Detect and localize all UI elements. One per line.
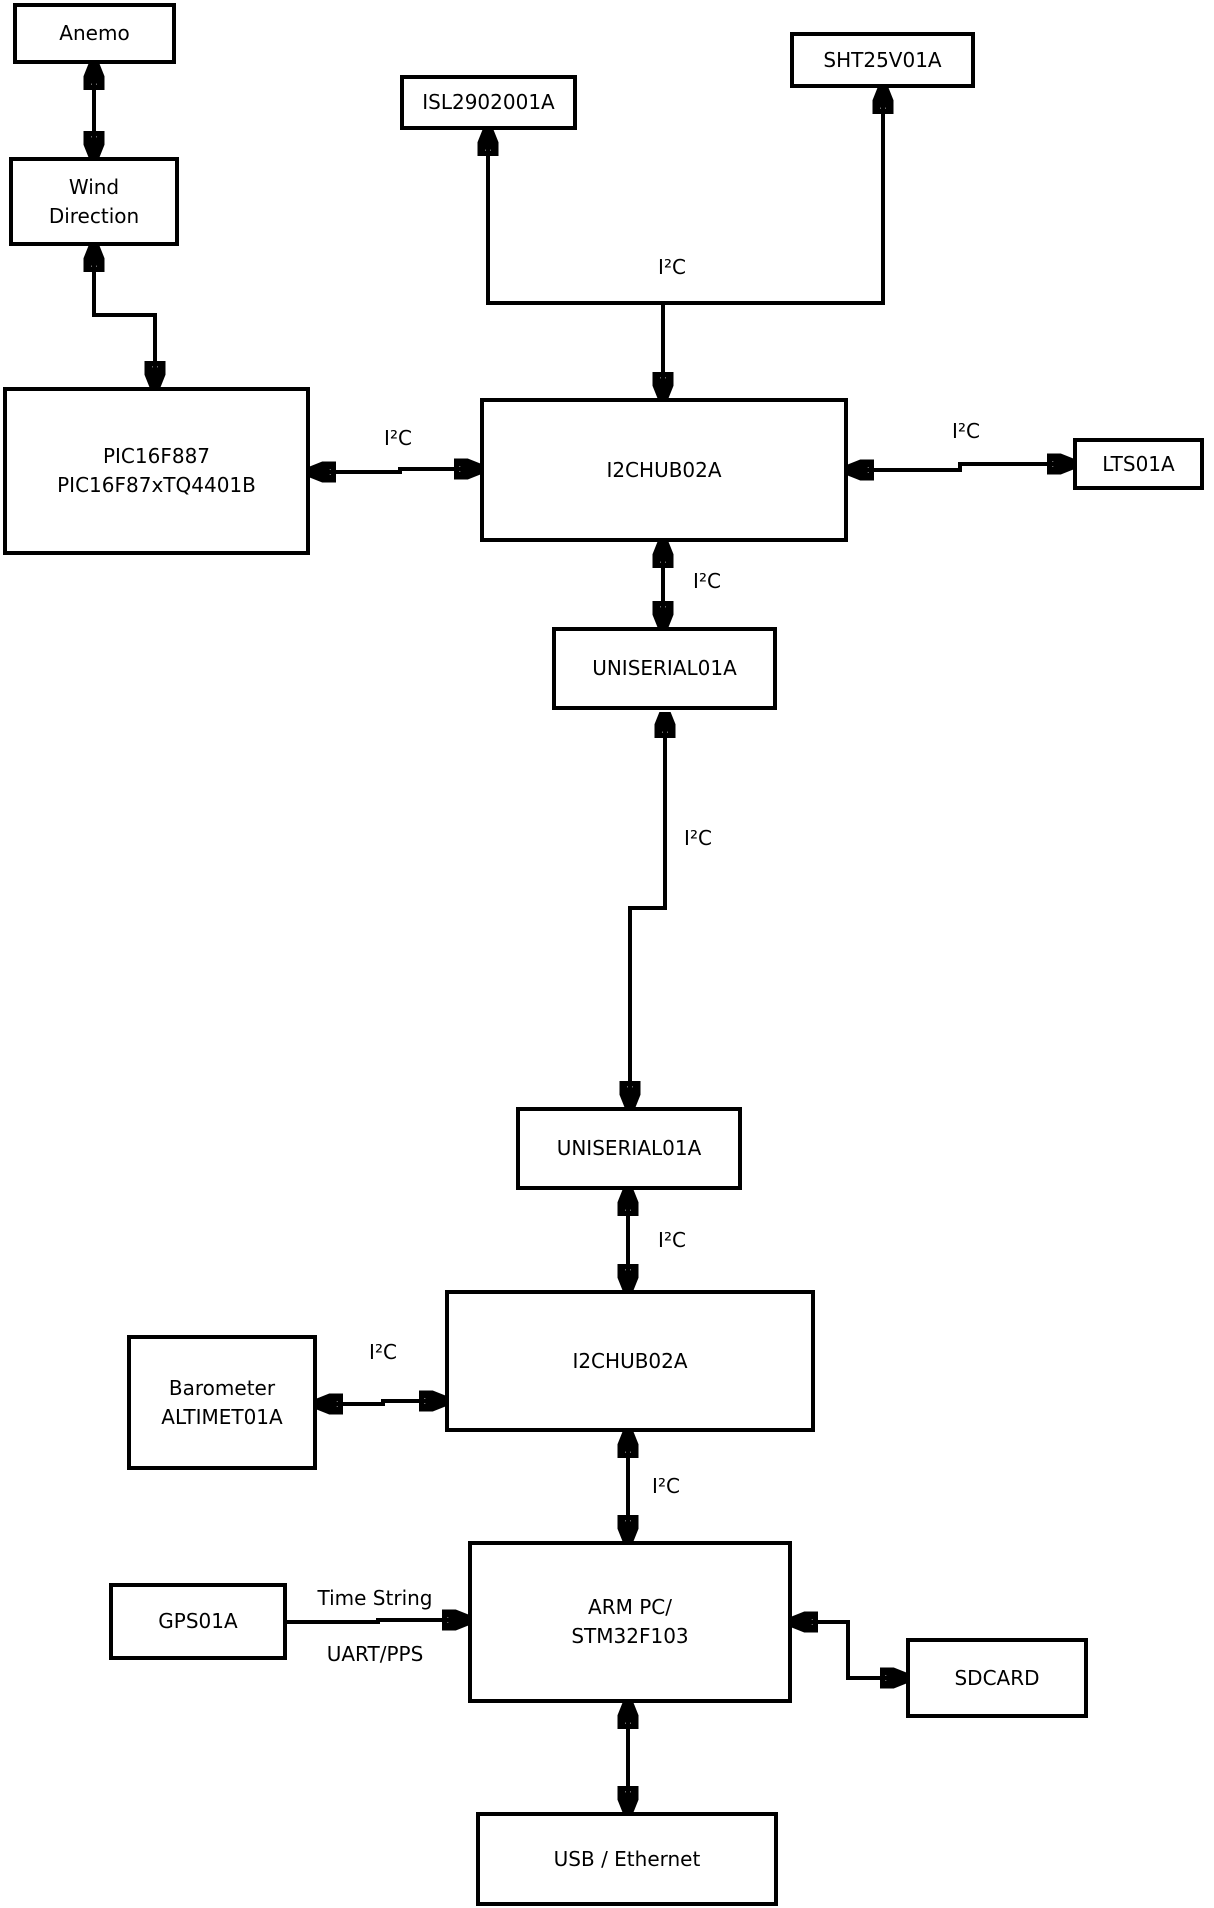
edge-hub-lts	[848, 464, 1073, 470]
edge-uniserial-uniserial	[630, 712, 665, 1107]
node-i2chub02a-top-label: I2CHUB02A	[606, 457, 722, 482]
node-usb-ethernet: USB / Ethernet	[476, 1812, 778, 1906]
node-isl2902001a: ISL2902001A	[400, 75, 577, 130]
node-barometer-line2: ALTIMET01A	[161, 1404, 283, 1429]
node-arm-pc: ARM PC/ STM32F103	[468, 1541, 792, 1703]
node-gps01a-label: GPS01A	[158, 1609, 238, 1633]
edge-winddirection-pic	[94, 246, 155, 387]
node-usb-ethernet-label: USB / Ethernet	[553, 1846, 701, 1871]
node-uniserial01a-top: UNISERIAL01A	[552, 627, 777, 710]
node-pic16f887-line2: PIC16F87xTQ4401B	[57, 473, 256, 497]
edge-sensor-bus-trunk	[488, 88, 883, 305]
label-i2c-hub-uniserial: I²C	[693, 569, 721, 593]
node-gps01a: GPS01A	[109, 1583, 287, 1660]
label-i2c-hub-lts: I²C	[952, 419, 980, 443]
node-pic16f887-line1: PIC16F887	[102, 444, 211, 468]
label-i2c-pic-hub: I²C	[384, 426, 412, 450]
node-sdcard: SDCARD	[906, 1638, 1088, 1718]
label-i2c-uniserial-link: I²C	[684, 826, 712, 850]
label-time-string: Time String	[317, 1586, 433, 1610]
node-anemo-label: Anemo	[59, 21, 130, 45]
node-pic16f887: PIC16F887 PIC16F87xTQ4401B	[3, 387, 310, 555]
label-i2c-sensor-bus: I²C	[658, 255, 686, 279]
node-wind-direction-line2: Direction	[48, 203, 140, 228]
node-wind-direction: Wind Direction	[9, 157, 179, 246]
node-uniserial01a-top-label: UNISERIAL01A	[592, 656, 737, 680]
node-barometer-line1: Barometer	[168, 1375, 276, 1400]
node-anemo: Anemo	[13, 3, 176, 64]
label-i2c-hub2-arm: I²C	[652, 1474, 680, 1498]
node-sht25v01a-label: SHT25V01A	[823, 47, 942, 72]
node-isl2902001a-label: ISL2902001A	[422, 90, 555, 114]
edge-armpc-sdcard	[792, 1622, 906, 1678]
label-i2c-baro-hub2: I²C	[369, 1340, 397, 1364]
node-sht25v01a: SHT25V01A	[790, 32, 975, 88]
node-uniserial01a-bottom-label: UNISERIAL01A	[556, 1136, 702, 1160]
edge-gps-armpc	[287, 1620, 468, 1622]
node-lts01a: LTS01A	[1073, 438, 1204, 490]
label-uart-pps: UART/PPS	[326, 1642, 424, 1666]
node-i2chub02a-top: I2CHUB02A	[480, 398, 848, 542]
node-arm-pc-line2: STM32F103	[571, 1624, 689, 1648]
node-uniserial01a-bottom: UNISERIAL01A	[516, 1107, 742, 1190]
label-i2c-uniserial-hub2: I²C	[658, 1228, 686, 1252]
node-lts01a-label: LTS01A	[1102, 451, 1175, 476]
node-i2chub02a-bottom-label: I2CHUB02A	[572, 1348, 688, 1373]
node-arm-pc-line1: ARM PC/	[588, 1595, 672, 1619]
edge-pic-hub	[310, 469, 480, 472]
node-barometer-altimet01a: Barometer ALTIMET01A	[127, 1335, 317, 1470]
node-sdcard-label: SDCARD	[954, 1665, 1040, 1690]
node-wind-direction-line1: Wind	[68, 174, 120, 199]
edge-barometer-hub2	[317, 1401, 445, 1404]
node-i2chub02a-bottom: I2CHUB02A	[445, 1290, 815, 1432]
